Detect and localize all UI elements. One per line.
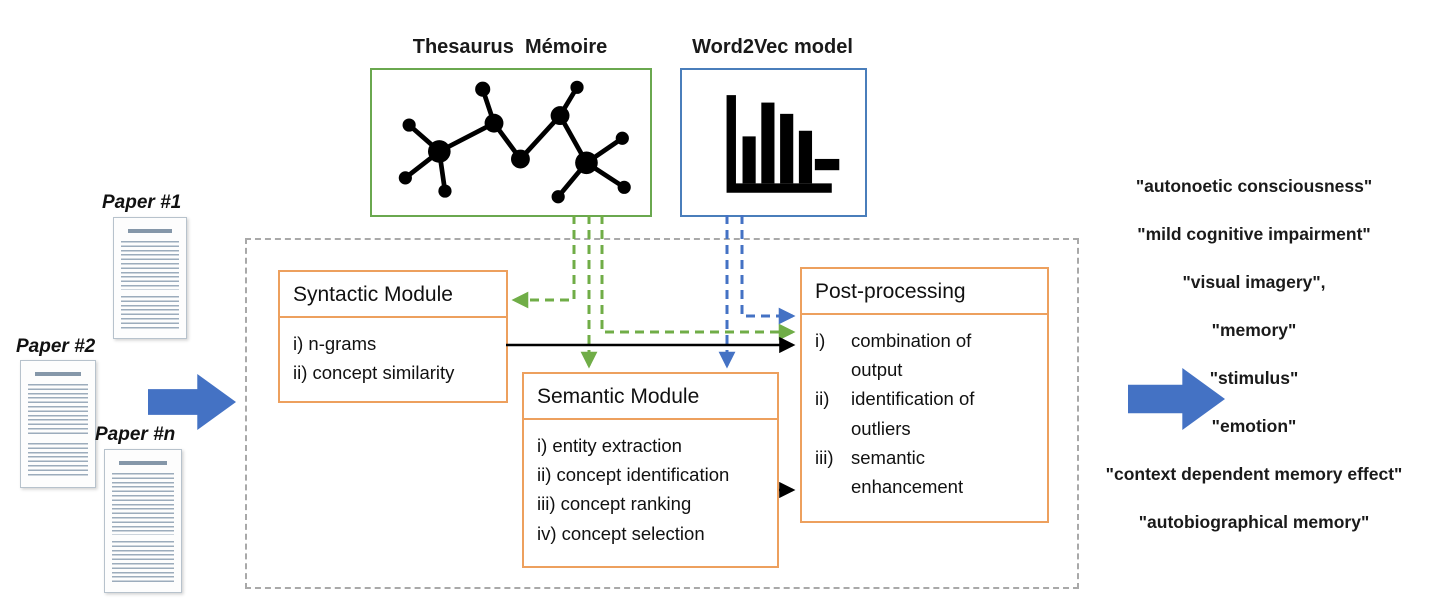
output-term: "emotion" (1211, 415, 1297, 436)
semantic-item: iii) concept ranking (537, 493, 692, 515)
syntactic-item: i) n-grams (293, 333, 377, 354)
paper-1-label: Paper #1 (102, 192, 182, 213)
paper-2-label: Paper #2 (16, 336, 96, 357)
item-marker: iii) (815, 446, 834, 468)
post-processing-item: iii) semantic enhancement (815, 443, 1034, 501)
doc-title-line (127, 229, 173, 233)
bar-chart-icon (682, 70, 865, 215)
doc-text-lines (121, 241, 179, 291)
word2vec-box (680, 68, 867, 217)
doc-text-lines (28, 442, 88, 478)
output-term: "autonoetic consciousness" (1135, 175, 1373, 196)
output-term: "context dependent memory effect" (1105, 463, 1403, 484)
item-text: semantic enhancement (851, 446, 964, 498)
network-graph-icon (372, 70, 650, 215)
paper-doc-n (104, 449, 182, 593)
item-text: combination of output (851, 330, 972, 381)
item-text: identification of outliers (851, 388, 975, 439)
semantic-item: iv) concept selection (537, 522, 705, 544)
post-processing-item: ii) identification of outliers (815, 384, 1034, 442)
item-marker: i) (815, 330, 826, 351)
syntactic-module-title: Syntactic Module (280, 272, 506, 318)
semantic-module-items: i) entity extraction ii) concept identif… (524, 420, 777, 562)
thesaurus-label: Thesaurus Mémoire (412, 36, 608, 58)
post-processing-module: Post-processing i) combination of output… (800, 267, 1049, 523)
semantic-module: Semantic Module i) entity extraction ii)… (522, 372, 779, 568)
doc-text-lines (121, 296, 179, 329)
doc-text-lines (28, 384, 88, 437)
doc-title-line (119, 461, 167, 465)
output-term: "mild cognitive impairment" (1137, 223, 1371, 244)
semantic-module-title: Semantic Module (524, 374, 777, 420)
semantic-item: i) entity extraction (537, 435, 682, 456)
thesaurus-box (370, 68, 652, 217)
syntactic-item: ii) concept similarity (293, 362, 455, 384)
output-term: "autobiographical memory" (1138, 511, 1370, 532)
syntactic-module: Syntactic Module i) n-grams ii) concept … (278, 270, 508, 404)
output-term: "stimulus" (1209, 367, 1299, 388)
paper-n-label: Paper #n (95, 424, 176, 445)
word2vec-label: Word2Vec model (692, 36, 853, 58)
syntactic-module-items: i) n-grams ii) concept similarity (280, 318, 506, 401)
doc-title-line (35, 372, 81, 376)
paper-doc-2 (20, 360, 96, 488)
doc-text-lines (112, 541, 174, 583)
post-processing-item: i) combination of output (815, 326, 1034, 384)
paper-doc-1 (113, 217, 187, 339)
post-processing-module-items: i) combination of output ii) identificat… (802, 315, 1047, 515)
output-term: "visual imagery", (1182, 271, 1326, 292)
item-marker: ii) (815, 388, 830, 410)
output-terms-list: "autonoetic consciousness" "mild cogniti… (1075, 162, 1433, 546)
semantic-item: ii) concept identification (537, 464, 730, 486)
output-term: "memory" (1211, 319, 1297, 340)
post-processing-module-title: Post-processing (802, 269, 1047, 315)
input-flow-arrow (148, 374, 236, 430)
doc-text-lines (112, 473, 174, 536)
